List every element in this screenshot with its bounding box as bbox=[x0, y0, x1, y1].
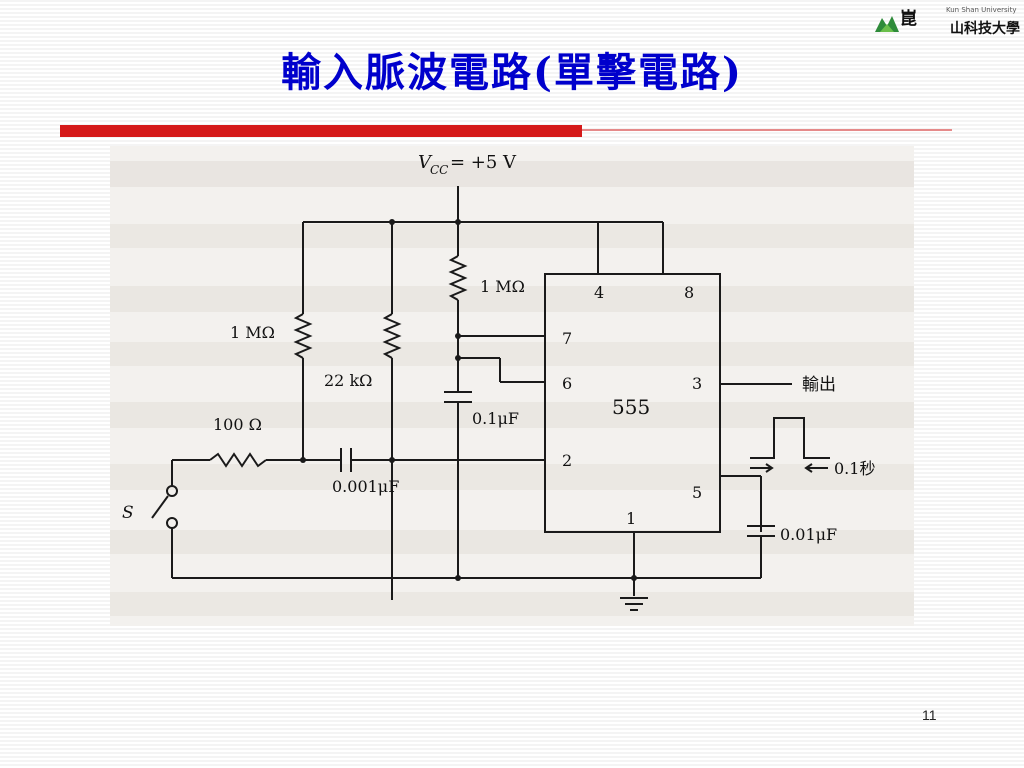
resistor-1m-left-label: 1 MΩ bbox=[230, 323, 275, 342]
logo-leaf-icon bbox=[875, 16, 899, 32]
logo-chinese-top: 崑 bbox=[900, 9, 917, 29]
scan-bleed-through bbox=[110, 161, 914, 616]
vcc-label: V bbox=[418, 152, 433, 173]
resistor-1m-top-label: 1 MΩ bbox=[480, 277, 525, 296]
ic-555-label: 555 bbox=[612, 395, 650, 419]
switch-label: S bbox=[122, 503, 134, 523]
pin-6-label: 6 bbox=[562, 374, 572, 393]
university-logo bbox=[868, 4, 1016, 42]
circuit-svg: V CC = +5 V 1 MΩ 22 kΩ 100 Ω 0.001μF 1 M… bbox=[110, 152, 914, 616]
pin-2-label: 2 bbox=[562, 451, 572, 470]
pin-7-label: 7 bbox=[562, 329, 572, 348]
page-number: 11 bbox=[922, 707, 937, 723]
pulse-width-label: 0.1秒 bbox=[834, 459, 875, 478]
circuit-diagram: V CC = +5 V 1 MΩ 22 kΩ 100 Ω 0.001μF 1 M… bbox=[110, 146, 914, 626]
resistor-100-label: 100 Ω bbox=[213, 415, 262, 434]
pin-8-label: 8 bbox=[684, 283, 694, 302]
pin-1-label: 1 bbox=[626, 509, 636, 528]
pin-3-label: 3 bbox=[692, 374, 702, 393]
logo-english: Kun Shan University bbox=[946, 6, 1017, 14]
capacitor-0001-label: 0.001μF bbox=[332, 477, 399, 496]
logo-chinese-bottom: 山科技大學 bbox=[950, 21, 1020, 37]
junction-dots bbox=[300, 219, 637, 581]
output-label: 輸出 bbox=[802, 375, 836, 395]
capacitor-01-label: 0.1μF bbox=[472, 409, 519, 428]
pin-4-label: 4 bbox=[594, 283, 604, 302]
slide-title: 輸入脈波電路(單擊電路) bbox=[281, 49, 743, 96]
capacitor-001-label: 0.01μF bbox=[780, 525, 837, 544]
pin-5-label: 5 bbox=[692, 483, 702, 502]
resistor-22k-label: 22 kΩ bbox=[324, 371, 372, 390]
title-underline-bar bbox=[60, 125, 582, 137]
vcc-sub-label: CC bbox=[430, 163, 448, 177]
title-underline-thin bbox=[582, 129, 952, 131]
vcc-value: = +5 V bbox=[450, 152, 517, 173]
